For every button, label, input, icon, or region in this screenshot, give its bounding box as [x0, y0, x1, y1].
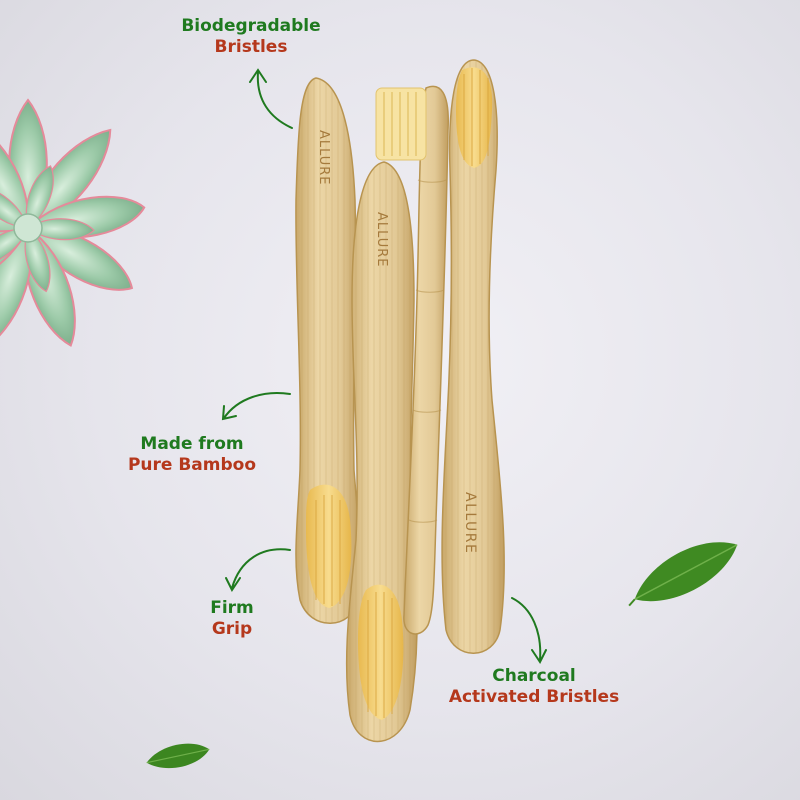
- charcoal-arrow: [511, 597, 547, 664]
- toothbrush: ALLURE: [345, 161, 418, 743]
- callout-bamboo: Made from Pure Bamboo: [120, 434, 264, 476]
- callout-grip: Firm Grip: [196, 598, 268, 640]
- callout-bamboo-line2: Pure Bamboo: [127, 455, 257, 475]
- callout-bristles-line2: Bristles: [214, 37, 288, 57]
- grip-arrow: [225, 548, 291, 592]
- bristles-arrow: [249, 68, 293, 129]
- callout-bristles-line1: Biodegradable: [181, 16, 321, 36]
- succulent-plant: [0, 98, 146, 350]
- callout-bamboo-line1: Made from: [140, 434, 244, 454]
- brand-engraving-1: ALLURE: [316, 130, 331, 186]
- callout-grip-line1: Firm: [210, 598, 254, 618]
- brand-engraving-2: ALLURE: [374, 212, 389, 268]
- toothbrush: ALLURE: [441, 59, 505, 654]
- toothbrush: ALLURE: [295, 77, 361, 624]
- callout-grip-line2: Grip: [211, 619, 253, 639]
- leaf: [146, 743, 210, 769]
- callout-charcoal-line2: Activated Bristles: [448, 687, 620, 707]
- brand-engraving-3: ALLURE: [462, 492, 478, 554]
- toothbrush: [375, 85, 449, 635]
- bamboo-arrow: [221, 392, 291, 421]
- callout-charcoal-line1: Charcoal: [492, 666, 576, 686]
- callout-bristles: Biodegradable Bristles: [178, 16, 324, 58]
- callout-charcoal: Charcoal Activated Bristles: [444, 666, 624, 708]
- leaf: [628, 542, 738, 607]
